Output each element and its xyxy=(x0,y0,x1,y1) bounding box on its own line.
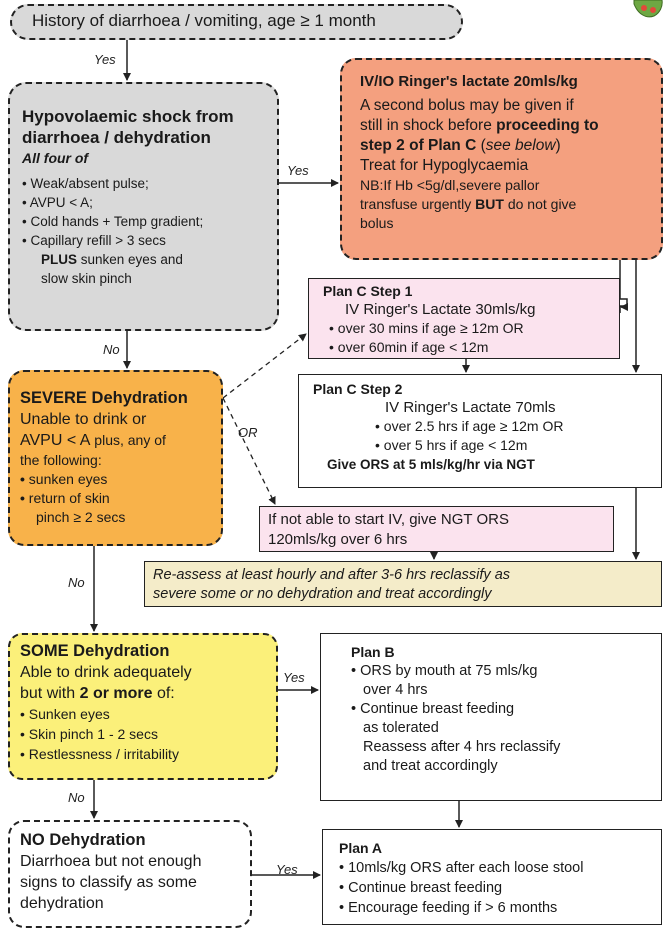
planb-item-2-cont: as tolerated xyxy=(363,720,439,736)
shock-criteria-list: • Weak/absent pulse; • AVPU < A; • Cold … xyxy=(22,174,271,250)
plan-c-step2-box: Plan C Step 2 IV Ringer's Lactate 70mls … xyxy=(298,374,662,488)
ngt-box: If not able to start IV, give NGT ORS 12… xyxy=(259,506,614,552)
iv-line-5: NB:If Hb <5g/dl,severe pallor xyxy=(360,177,540,193)
iv-line-6: transfuse urgently BUT do not give xyxy=(360,196,577,212)
shock-subtitle: All four of xyxy=(22,150,89,166)
shock-criterion: • Weak/absent pulse; xyxy=(22,176,149,191)
some-item: • Restlessness / irritability xyxy=(20,746,179,762)
planc2-footer: Give ORS at 5 mls/kg/hr via NGT xyxy=(327,457,535,472)
severe-item: • return of skin xyxy=(20,490,110,506)
ngt-line-1: If not able to start IV, give NGT ORS xyxy=(268,511,509,528)
planc1-list: • over 30 mins if age ≥ 12m OR • over 60… xyxy=(323,319,615,357)
planc1-line: IV Ringer's Lactate 30mls/kg xyxy=(345,301,536,318)
severe-title: SEVERE Dehydration xyxy=(20,389,188,407)
plan-a-box: Plan A • 10mls/kg ORS after each loose s… xyxy=(322,829,662,925)
severe-list: • sunken eyes • return of skin xyxy=(20,470,217,508)
severe-item-cont: pinch ≥ 2 secs xyxy=(36,509,126,525)
some-line-1: Able to drink adequately xyxy=(20,664,192,681)
arrow-iv-to-planc1 xyxy=(619,260,628,313)
planb-item-2: • Continue breast feeding xyxy=(351,701,515,717)
label-yes-some: Yes xyxy=(283,670,305,685)
arrow-severe-to-ngt xyxy=(222,397,276,505)
plana-list: • 10mls/kg ORS after each loose stool • … xyxy=(339,858,657,918)
severe-line-3: the following: xyxy=(20,452,102,468)
reassess-line-1: Re-assess at least hourly and after 3-6 … xyxy=(153,567,511,583)
ngt-line-2: 120mls/kg over 6 hrs xyxy=(268,531,408,548)
iv-bolus-box: IV/IO Ringer's lactate 20mls/kg A second… xyxy=(340,58,663,260)
iv-line-2: still in shock before proceeding to xyxy=(360,117,599,134)
some-dehydration-box: SOME Dehydration Able to drink adequatel… xyxy=(8,633,278,780)
some-list: • Sunken eyes • Skin pinch 1 - 2 secs • … xyxy=(20,704,272,764)
planb-line-3: Reassess after 4 hrs reclassify xyxy=(363,739,561,755)
iv-line-4: Treat for Hypoglycaemia xyxy=(360,157,529,174)
logo-icon xyxy=(632,0,664,20)
reassess-line-2: severe some or no dehydration and treat … xyxy=(153,586,492,602)
plana-item: • Continue breast feeding xyxy=(339,880,503,896)
iv-line-7: bolus xyxy=(360,215,394,231)
shock-plus-line-2: slow skin pinch xyxy=(41,271,132,286)
nodehyd-line-2: signs to classify as some xyxy=(20,874,197,891)
plana-title: Plan A xyxy=(339,840,383,856)
label-no-some: No xyxy=(68,790,85,805)
plana-item: • Encourage feeding if > 6 months xyxy=(339,900,558,916)
planb-line-4: and treat accordingly xyxy=(363,758,498,774)
some-line-2: but with 2 or more of: xyxy=(20,685,175,702)
shock-title-2: diarrhoea / dehydration xyxy=(22,128,211,147)
planc1-item: • over 60min if age < 12m xyxy=(329,339,489,355)
some-title: SOME Dehydration xyxy=(20,642,170,660)
planb-title: Plan B xyxy=(351,644,395,660)
nodehyd-title: NO Dehydration xyxy=(20,831,146,849)
no-dehydration-box: NO Dehydration Diarrhoea but not enough … xyxy=(8,820,252,928)
severe-line-2: AVPU < A plus, any of xyxy=(20,432,166,449)
label-no-shock: No xyxy=(103,342,120,357)
some-item: • Sunken eyes xyxy=(20,706,110,722)
label-yes-history: Yes xyxy=(94,52,116,67)
planc1-title: Plan C Step 1 xyxy=(323,283,413,299)
arrow-severe-to-planc1 xyxy=(222,333,307,399)
nodehyd-line-3: dehydration xyxy=(20,895,104,912)
planc2-list: • over 2.5 hrs if age ≥ 12m OR • over 5 … xyxy=(313,417,657,455)
shock-plus-line: PLUS sunken eyes and xyxy=(41,252,183,267)
planc2-item: • over 5 hrs if age < 12m xyxy=(375,437,528,453)
planc2-line: IV Ringer's Lactate 70mls xyxy=(385,399,556,416)
severe-line-1: Unable to drink or xyxy=(20,411,147,428)
reassess-box: Re-assess at least hourly and after 3-6 … xyxy=(144,561,662,607)
label-or: OR xyxy=(238,425,258,440)
plan-b-box: Plan B • ORS by mouth at 75 mls/kg over … xyxy=(320,633,662,801)
label-no-severe: No xyxy=(68,575,85,590)
label-yes-nodehyd: Yes xyxy=(276,862,298,877)
shock-criterion: • Cold hands + Temp gradient; xyxy=(22,214,204,229)
shock-title-1: Hypovolaemic shock from xyxy=(22,107,234,126)
severe-dehydration-box: SEVERE Dehydration Unable to drink or AV… xyxy=(8,370,223,546)
plan-c-step1-box: Plan C Step 1 IV Ringer's Lactate 30mls/… xyxy=(308,278,620,359)
planc2-title: Plan C Step 2 xyxy=(313,381,403,397)
label-yes-shock: Yes xyxy=(287,163,309,178)
severe-item: • sunken eyes xyxy=(20,471,108,487)
shock-criterion: • AVPU < A; xyxy=(22,195,93,210)
iv-title: IV/IO Ringer's lactate 20mls/kg xyxy=(360,73,578,90)
shock-box: Hypovolaemic shock from diarrhoea / dehy… xyxy=(8,82,279,331)
iv-line-1: A second bolus may be given if xyxy=(360,97,574,114)
history-box: History of diarrhoea / vomiting, age ≥ 1… xyxy=(10,4,463,40)
iv-line-3: step 2 of Plan C (see below) xyxy=(360,137,561,154)
planb-item-1-cont: over 4 hrs xyxy=(363,682,428,698)
some-item: • Skin pinch 1 - 2 secs xyxy=(20,726,158,742)
planc2-item: • over 2.5 hrs if age ≥ 12m OR xyxy=(375,418,564,434)
history-text: History of diarrhoea / vomiting, age ≥ 1… xyxy=(32,11,376,30)
planc1-item: • over 30 mins if age ≥ 12m OR xyxy=(329,320,524,336)
shock-criterion: • Capillary refill > 3 secs xyxy=(22,233,166,248)
planb-item-1: • ORS by mouth at 75 mls/kg xyxy=(351,663,538,679)
plana-item: • 10mls/kg ORS after each loose stool xyxy=(339,860,584,876)
nodehyd-line-1: Diarrhoea but not enough xyxy=(20,853,202,870)
